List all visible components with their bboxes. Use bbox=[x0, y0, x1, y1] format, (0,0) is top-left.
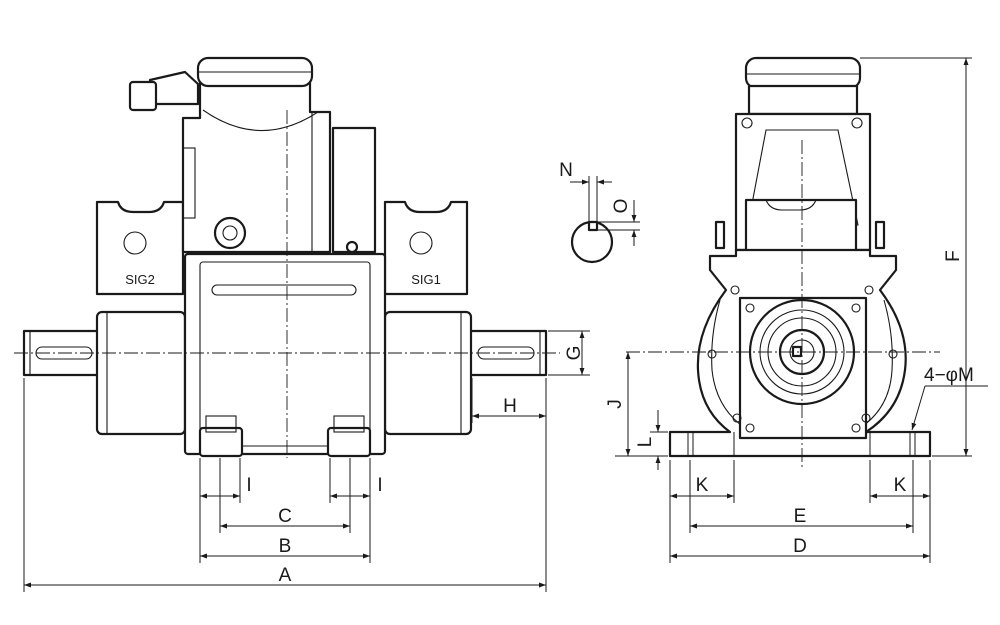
dim-E: E bbox=[794, 506, 807, 527]
left-clip bbox=[714, 220, 726, 250]
main-body bbox=[183, 252, 387, 456]
keyway-section bbox=[587, 220, 599, 232]
dim-I-right: I bbox=[377, 475, 382, 496]
lifting-eye bbox=[213, 216, 247, 250]
rear-cover-plate bbox=[331, 126, 377, 254]
dim-O: O bbox=[611, 199, 632, 214]
dim-H: H bbox=[503, 396, 517, 417]
sig1-connector-hole bbox=[409, 231, 433, 255]
right-clip bbox=[874, 220, 886, 250]
sig1-connector-box bbox=[383, 200, 469, 296]
right-foot bbox=[326, 426, 372, 458]
dim-M: 4−φM bbox=[924, 365, 974, 386]
sig1-label: SIG1 bbox=[411, 272, 441, 287]
dim-F: F bbox=[943, 250, 964, 262]
dim-G: G bbox=[564, 346, 585, 361]
dim-I-left: I bbox=[246, 475, 251, 496]
dim-B: B bbox=[279, 536, 292, 557]
left-foot bbox=[198, 426, 244, 458]
sig2-label: SIG2 bbox=[125, 272, 155, 287]
dim-N: N bbox=[559, 160, 573, 181]
side-terminal-cap bbox=[744, 56, 862, 90]
right-bearing-housing bbox=[383, 310, 473, 436]
shaft-detail: N O bbox=[559, 160, 640, 264]
dim-K-left: K bbox=[696, 475, 709, 496]
dim-D: D bbox=[793, 536, 807, 557]
front-dimensions: A B C I I H G bbox=[23, 330, 590, 592]
sig2-connector-hole bbox=[123, 231, 147, 255]
dim-A: A bbox=[279, 565, 292, 586]
front-view: SIG2 SIG1 bbox=[22, 56, 548, 458]
left-bearing-housing bbox=[95, 310, 187, 436]
terminal-neck bbox=[181, 80, 332, 254]
sig2-connector-box bbox=[95, 200, 185, 296]
dim-L: L bbox=[635, 437, 656, 448]
side-dimensions: D E K K J L F 4−φM bbox=[605, 57, 988, 563]
dim-C: C bbox=[278, 506, 292, 527]
side-neck bbox=[747, 84, 859, 116]
dim-K-right: K bbox=[894, 475, 907, 496]
side-view bbox=[668, 56, 932, 458]
dim-J: J bbox=[605, 399, 626, 409]
side-connector-plug bbox=[128, 80, 158, 112]
side-connector bbox=[148, 70, 200, 106]
